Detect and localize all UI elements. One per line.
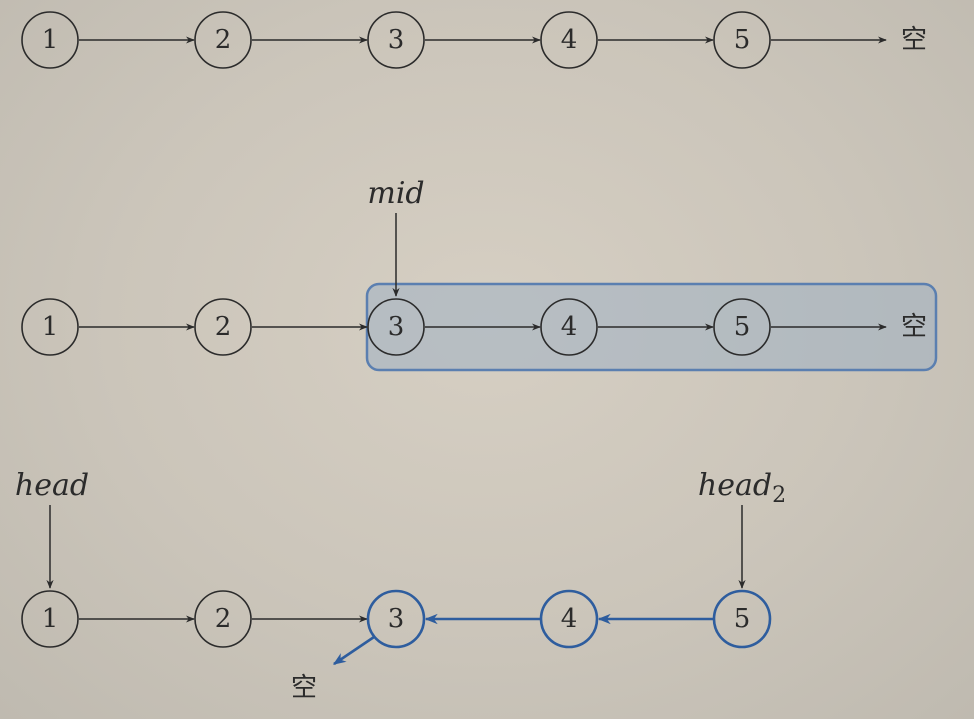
node-value: 4 <box>561 604 578 634</box>
row-original-list: 1 2 3 4 5 空 <box>21 11 927 69</box>
node-value: 1 <box>42 604 59 634</box>
list-node: 3 <box>367 11 425 69</box>
reversed-null-arrow <box>332 635 375 666</box>
list-node: 3 <box>367 298 425 356</box>
node-value: 3 <box>388 312 405 342</box>
list-node: 4 <box>540 11 598 69</box>
row-find-middle: mid 1 2 3 4 5 空 <box>21 176 938 372</box>
node-value: 1 <box>42 312 59 342</box>
node-value: 3 <box>388 25 405 55</box>
list-node: 2 <box>194 298 252 356</box>
head2-pointer-label: head2 <box>698 468 786 508</box>
node-value: 5 <box>734 604 751 634</box>
node-value: 2 <box>215 25 232 55</box>
node-value: 4 <box>561 312 578 342</box>
null-terminator: 空 <box>901 312 927 342</box>
node-value: 5 <box>734 312 751 342</box>
head-pointer-label: head <box>15 468 89 503</box>
list-node: 2 <box>194 590 252 648</box>
node-value: 2 <box>215 312 232 342</box>
list-node: 1 <box>21 298 79 356</box>
list-node-reversed: 4 <box>539 589 599 649</box>
node-value: 3 <box>388 604 405 634</box>
list-node: 5 <box>713 11 771 69</box>
node-value: 5 <box>734 25 751 55</box>
mid-pointer-label: mid <box>367 176 424 211</box>
list-node-reversed: 5 <box>712 589 772 649</box>
list-node: 4 <box>540 298 598 356</box>
list-node: 5 <box>713 298 771 356</box>
list-node: 1 <box>21 590 79 648</box>
node-value: 2 <box>215 604 232 634</box>
null-terminator: 空 <box>291 673 317 703</box>
node-value: 4 <box>561 25 578 55</box>
list-node: 2 <box>194 11 252 69</box>
list-node: 1 <box>21 11 79 69</box>
row-reversed-second-half: head head2 1 2 3 4 5 空 <box>15 468 786 703</box>
list-node-reversed: 3 <box>366 589 426 649</box>
node-value: 1 <box>42 25 59 55</box>
null-terminator: 空 <box>901 25 927 55</box>
